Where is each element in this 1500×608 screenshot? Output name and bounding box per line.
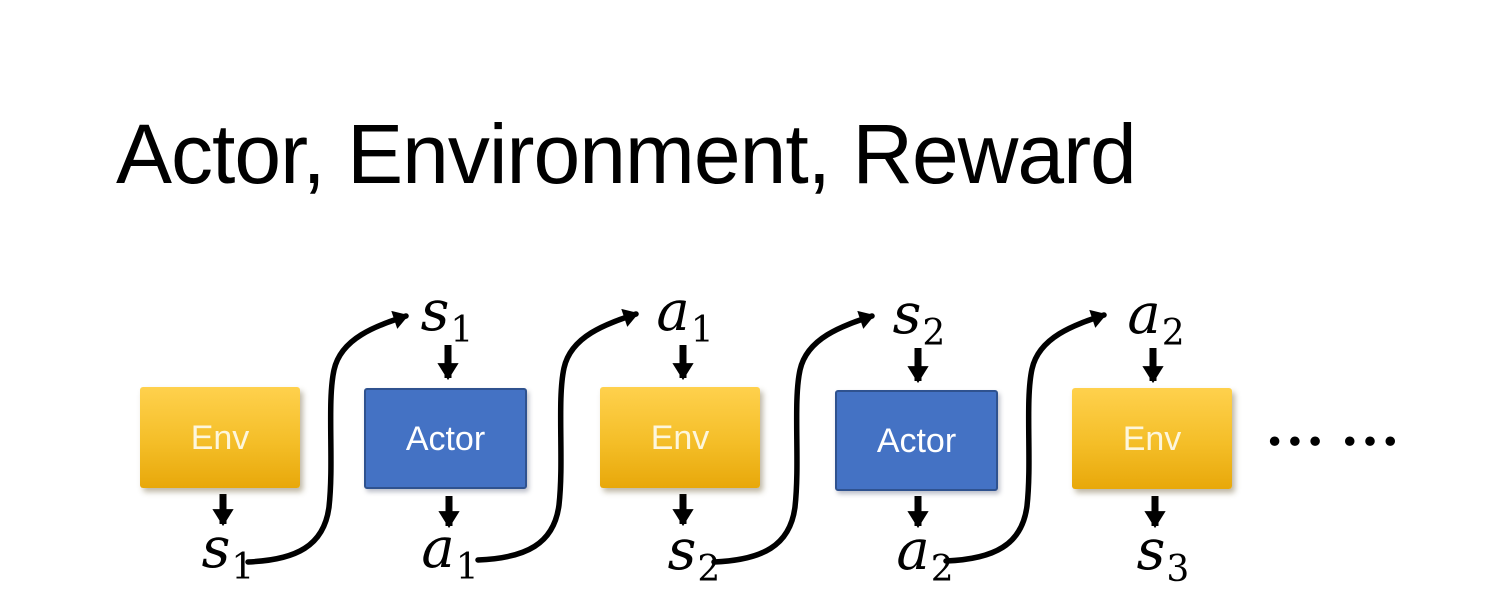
top-label-s1-sub: 1 — [450, 310, 474, 351]
top-label-s2-sub: 2 — [922, 313, 946, 354]
bottom-label-a1-sub: 1 — [455, 547, 479, 588]
top-label-s1-base: s — [420, 279, 450, 344]
bottom-label-s3-base: s — [1136, 518, 1166, 583]
top-label-s1: s1 — [421, 284, 474, 349]
env-box-1: Env — [140, 387, 300, 488]
bottom-label-s1-sub: 1 — [231, 547, 255, 588]
top-label-a1: a1 — [656, 284, 713, 349]
bottom-label-s1-base: s — [201, 516, 231, 581]
actor-box-1-label: Actor — [405, 419, 486, 458]
bottom-label-a1-base: a — [421, 516, 455, 581]
actor-box-2: Actor — [835, 390, 998, 491]
env-box-1-label: Env — [190, 418, 250, 457]
bottom-label-a1: a1 — [421, 521, 478, 586]
bottom-label-s2: s2 — [668, 523, 721, 588]
bottom-label-a2-sub: 2 — [930, 549, 954, 590]
env-box-2-label: Env — [650, 418, 710, 457]
slide-title: Actor, Environment, Reward — [116, 107, 1137, 201]
actor-box-2-label: Actor — [876, 421, 957, 460]
env-box-2: Env — [600, 387, 760, 488]
bottom-label-s2-base: s — [667, 518, 697, 583]
ellipsis-dots: ••• ••• — [1266, 427, 1402, 458]
bottom-label-a2: a2 — [896, 523, 953, 588]
top-label-a1-sub: 1 — [690, 310, 714, 351]
bottom-label-s2-sub: 2 — [697, 549, 721, 590]
top-label-s2-base: s — [892, 282, 922, 347]
top-label-a2: a2 — [1127, 287, 1184, 352]
top-label-s2: s2 — [893, 287, 946, 352]
actor-box-1: Actor — [364, 388, 527, 489]
top-label-a2-base: a — [1127, 282, 1161, 347]
env-box-3: Env — [1072, 388, 1232, 489]
bottom-label-a2-base: a — [896, 518, 930, 583]
top-label-a2-sub: 2 — [1161, 313, 1185, 354]
bottom-label-s3: s3 — [1137, 523, 1190, 588]
bottom-label-s3-sub: 3 — [1166, 549, 1190, 590]
bottom-label-s1: s1 — [202, 521, 255, 586]
top-label-a1-base: a — [656, 279, 690, 344]
env-box-3-label: Env — [1122, 419, 1182, 458]
